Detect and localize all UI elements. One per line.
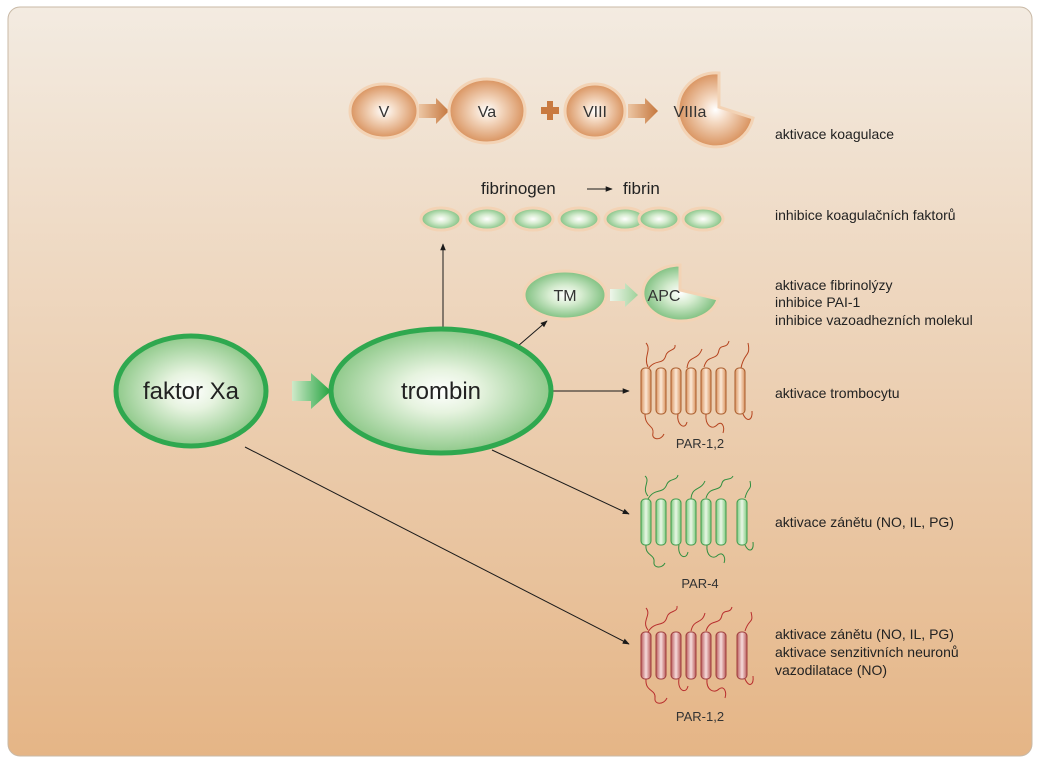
- transmembrane-helix: [700, 498, 712, 546]
- apc-node: [641, 263, 720, 323]
- effect-pai1: inhibice PAI-1: [775, 294, 861, 310]
- factor-viii-node: [563, 82, 627, 140]
- transmembrane-helix: [700, 631, 712, 680]
- receptor-par12-bottom: PAR-1,2 aktivace zánětu (NO, IL, PG) akt…: [640, 605, 959, 724]
- factor-viiia-node: [676, 71, 755, 149]
- receptor-par12-top: PAR-1,2 aktivace trombocytu: [640, 340, 900, 451]
- factor-va-label: Va: [478, 104, 496, 121]
- receptor-loops: [644, 474, 751, 500]
- fibrin-label: fibrin: [623, 179, 660, 198]
- effect-platelets: aktivace trombocytu: [775, 385, 900, 401]
- factor-viii-label: VIII: [583, 104, 607, 121]
- fibrin-unit: [465, 206, 509, 232]
- receptor-loops: [645, 541, 754, 568]
- factor-viiia-label: VIIIa: [674, 104, 707, 121]
- effect-factor-inhibition: inhibice koagulačních faktorů: [775, 207, 956, 223]
- viii-to-viiia-arrow: [628, 98, 658, 124]
- plus-icon: [541, 101, 559, 120]
- effect-coagulation: aktivace koagulace: [775, 126, 894, 142]
- xa-to-thrombin-arrow: [292, 373, 331, 409]
- transmembrane-helix: [640, 367, 652, 415]
- transmembrane-helix: [640, 498, 652, 546]
- receptor-loops: [645, 675, 754, 704]
- tm-to-apc-arrow: [610, 283, 638, 307]
- connector-arrows: [244, 243, 630, 645]
- thrombin-node: [328, 326, 554, 456]
- effect-inflammation-2: aktivace zánětu (NO, IL, PG): [775, 626, 954, 642]
- thrombin-to-tm-arrow: [517, 320, 548, 347]
- receptor-loops: [645, 340, 750, 370]
- receptor-loops: [645, 605, 753, 633]
- fibrin-unit: [511, 206, 555, 232]
- factor-xa-to-par12-arrow: [244, 446, 630, 645]
- transmembrane-helix: [640, 631, 652, 680]
- factor-va-node: [447, 77, 527, 145]
- transmembrane-helix: [736, 498, 748, 546]
- effect-inflammation: aktivace zánětu (NO, IL, PG): [775, 514, 954, 530]
- fibrin-unit: [557, 206, 601, 232]
- transmembrane-helix: [685, 498, 697, 546]
- receptor-loops: [644, 410, 753, 440]
- transmembrane-helix: [670, 631, 682, 680]
- fibrinogen-conversion: fibrinogen fibrin inhibice koagulačních …: [419, 179, 956, 232]
- transmembrane-helix: [670, 498, 682, 546]
- factor-v-node: [348, 82, 420, 140]
- fibrin-unit: [681, 206, 725, 232]
- par4-label: PAR-4: [681, 576, 718, 591]
- fibrin-unit: [419, 206, 463, 232]
- factor-xa-label: faktor Xa: [143, 378, 240, 405]
- par12-top-label: PAR-1,2: [676, 436, 724, 451]
- fibrin-unit: [637, 206, 681, 232]
- transmembrane-helix: [734, 367, 746, 415]
- transmembrane-helix: [670, 367, 682, 415]
- receptor-par4: PAR-4 aktivace zánětu (NO, IL, PG): [640, 474, 954, 591]
- effect-neurons: aktivace senzitivních neuronů: [775, 644, 959, 660]
- coagulation-factors-row: V Va VIII VIIIa aktivace koagulace: [348, 71, 894, 149]
- apc-label: APC: [648, 288, 681, 305]
- transmembrane-helix: [685, 631, 697, 680]
- transmembrane-helix: [655, 631, 667, 680]
- thrombin-label: trombin: [401, 378, 481, 405]
- tm-node: [522, 269, 608, 321]
- factor-v-label: V: [379, 104, 390, 121]
- effect-fibrinolysis: aktivace fibrinolýzy: [775, 277, 893, 293]
- thrombin-to-par4-arrow: [491, 449, 630, 515]
- transmembrane-helix: [715, 631, 727, 680]
- par12-bottom-label: PAR-1,2: [676, 709, 724, 724]
- main-nodes: faktor Xa trombin: [113, 326, 554, 456]
- transmembrane-helix: [715, 498, 727, 546]
- transmembrane-helix: [655, 367, 667, 415]
- v-to-va-arrow: [419, 98, 449, 124]
- tm-label: TM: [553, 288, 576, 305]
- effect-vasodilation: vazodilatace (NO): [775, 662, 887, 678]
- effect-adhesion: inhibice vazoadhezních molekul: [775, 312, 973, 328]
- fibrinogen-label: fibrinogen: [481, 179, 556, 198]
- transmembrane-helix: [685, 367, 697, 415]
- transmembrane-helix: [736, 631, 748, 680]
- fibrin-chain: [419, 206, 725, 232]
- protein-c-pathway: TM APC aktivace fibrinolýzy inhibice PAI…: [522, 263, 973, 328]
- factor-xa-node: [113, 333, 269, 449]
- transmembrane-helix: [700, 367, 712, 415]
- transmembrane-helix: [655, 498, 667, 546]
- transmembrane-helix: [715, 367, 727, 415]
